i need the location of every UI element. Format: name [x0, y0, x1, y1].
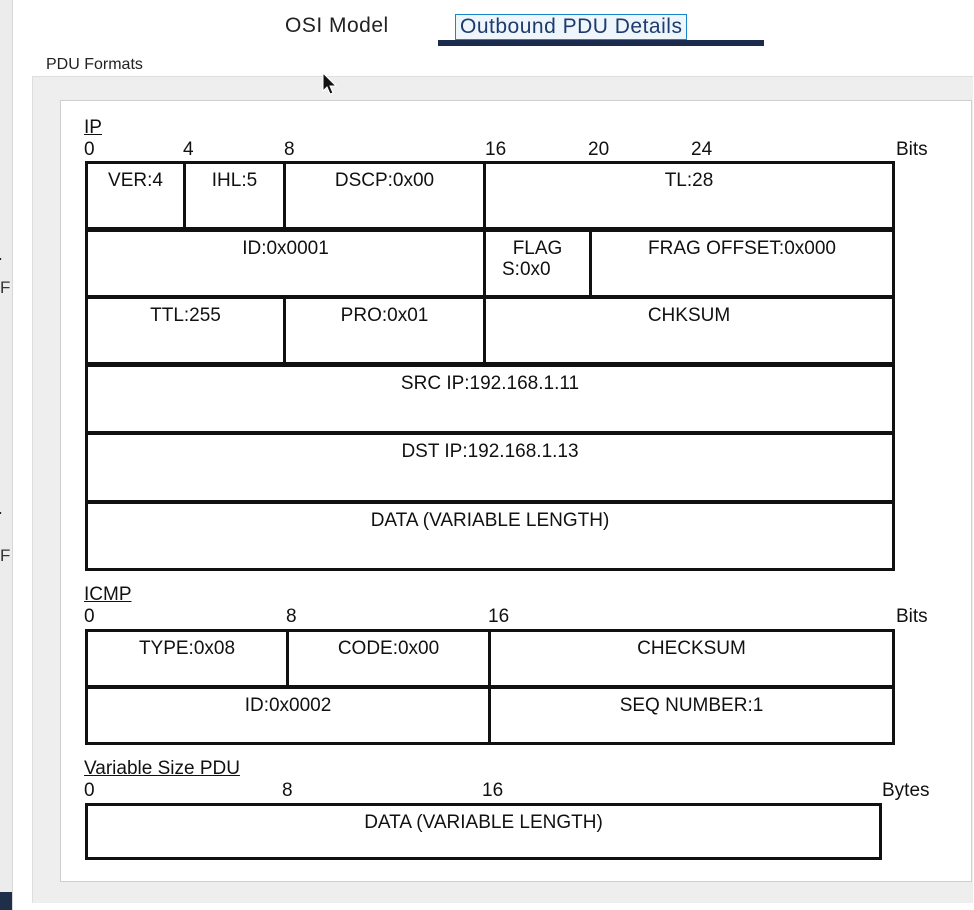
ip-field-ihl: IHL:5 — [183, 161, 286, 230]
ip-field-dscp: DSCP:0x00 — [283, 161, 486, 230]
left-edge-letter: F — [0, 278, 11, 297]
icmp-section-title: ICMP — [84, 584, 132, 605]
icmp-field-id: ID:0x0002 — [85, 686, 491, 745]
ip-field-ver: VER:4 — [85, 161, 186, 230]
icmp-unit-label: Bits — [896, 606, 928, 627]
tab-outbound-pdu-details[interactable]: Outbound PDU Details — [455, 14, 688, 40]
variable-pdu-tick: 8 — [282, 780, 293, 801]
ip-tick: 16 — [485, 139, 507, 160]
variable-pdu-unit-label: Bytes — [882, 780, 930, 801]
ip-field-ttl: TTL:255 — [85, 296, 286, 365]
ip-tick: 0 — [84, 139, 95, 160]
left-edge-letter: F — [0, 546, 11, 565]
ip-flags-line-1: FLAG — [512, 238, 563, 259]
ip-field-dst-ip: DST IP:192.168.1.13 — [85, 432, 895, 503]
variable-pdu-tick: 16 — [482, 780, 504, 801]
ip-field-id: ID:0x0001 — [85, 229, 486, 298]
variable-pdu-tick: 0 — [84, 780, 95, 801]
tab-osi-model[interactable]: OSI Model — [285, 14, 389, 37]
mouse-pointer-icon — [322, 72, 338, 95]
ip-unit-label: Bits — [896, 139, 928, 160]
pdu-formats-label: PDU Formats — [46, 56, 143, 73]
ip-tick: 24 — [691, 139, 713, 160]
ip-field-flags: FLAG S:0x0 — [483, 229, 592, 298]
icmp-field-checksum: CHECKSUM — [488, 629, 895, 688]
icmp-tick: 0 — [84, 606, 95, 627]
icmp-field-type: TYPE:0x08 — [85, 629, 289, 688]
ip-flags-line-2: S:0x0 — [502, 259, 551, 280]
variable-pdu-section-title: Variable Size PDU — [84, 758, 240, 779]
ip-field-src-ip: SRC IP:192.168.1.11 — [85, 364, 895, 434]
active-tab-indicator — [438, 40, 764, 46]
icmp-field-code: CODE:0x00 — [286, 629, 491, 688]
ip-field-frag-offset: FRAG OFFSET:0x000 — [589, 229, 895, 298]
ip-section-title: IP — [84, 117, 102, 138]
ip-tick: 20 — [588, 139, 610, 160]
icmp-tick: 16 — [488, 606, 510, 627]
variable-pdu-field-data: DATA (VARIABLE LENGTH) — [85, 803, 882, 860]
ip-tick: 8 — [284, 139, 295, 160]
ip-field-total-length: TL:28 — [483, 161, 895, 230]
left-edge-bar — [0, 892, 12, 910]
ip-tick: 4 — [183, 139, 194, 160]
ip-field-protocol: PRO:0x01 — [283, 296, 486, 365]
left-window-edge — [0, 0, 13, 910]
ip-field-checksum: CHKSUM — [483, 296, 895, 365]
icmp-field-seq-number: SEQ NUMBER:1 — [488, 686, 895, 745]
ip-field-data: DATA (VARIABLE LENGTH) — [85, 501, 895, 571]
icmp-tick: 8 — [286, 606, 297, 627]
